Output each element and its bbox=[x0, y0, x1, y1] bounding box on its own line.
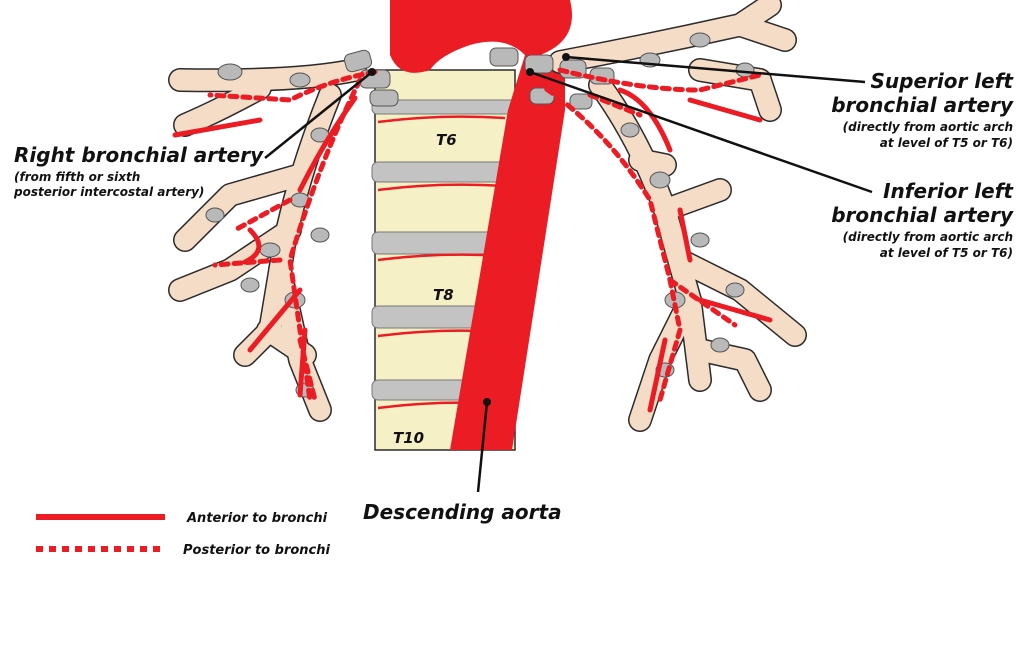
superior-left-title-2: bronchial artery bbox=[831, 93, 1014, 117]
legend-anterior-label: Anterior to bronchi bbox=[186, 511, 328, 526]
inferior-left-sub-1: (directly from aortic arch bbox=[843, 230, 1013, 244]
superior-left-bronchial-artery-label: Superior left bronchial artery (directly… bbox=[831, 69, 1014, 150]
descending-aorta-label: Descending aorta bbox=[363, 500, 562, 524]
bronchial-arteries bbox=[172, 67, 773, 413]
superior-left-sub-1: (directly from aortic arch bbox=[843, 120, 1013, 134]
inferior-left-pointer-dot bbox=[526, 68, 534, 76]
inferior-left-sub-2: at level of T5 or T6) bbox=[880, 246, 1013, 260]
right-bronchial-artery-label: Right bronchial artery (from fifth or si… bbox=[13, 143, 264, 199]
vertebra-label-t6: T6 bbox=[436, 131, 457, 149]
right-bronchial-title: Right bronchial artery bbox=[14, 143, 264, 167]
legend: Anterior to bronchi Posterior to bronchi bbox=[36, 511, 330, 558]
right-bronchial-pointer-dot bbox=[368, 68, 376, 76]
vertebra-label-t8: T8 bbox=[433, 286, 454, 304]
right-bronchial-sub-1: (from fifth or sixth bbox=[14, 170, 140, 184]
descending-aorta bbox=[450, 55, 565, 450]
inferior-left-title-1: Inferior left bbox=[883, 179, 1014, 203]
descending-aorta-pointer bbox=[476, 401, 489, 493]
bronchial-tree bbox=[168, 0, 807, 432]
legend-posterior-label: Posterior to bronchi bbox=[183, 543, 330, 558]
vertebra-label-t10: T10 bbox=[393, 429, 424, 447]
superior-left-pointer-dot bbox=[562, 53, 570, 61]
superior-left-title-1: Superior left bbox=[871, 69, 1015, 93]
leader-lines bbox=[264, 55, 873, 194]
aortic-arch bbox=[390, 0, 572, 73]
superior-left-sub-2: at level of T5 or T6) bbox=[880, 136, 1013, 150]
inferior-left-title-2: bronchial artery bbox=[831, 203, 1014, 227]
inferior-left-bronchial-artery-label: Inferior left bronchial artery (directly… bbox=[831, 179, 1014, 260]
right-bronchial-sub-2: posterior intercostal artery) bbox=[13, 185, 204, 199]
